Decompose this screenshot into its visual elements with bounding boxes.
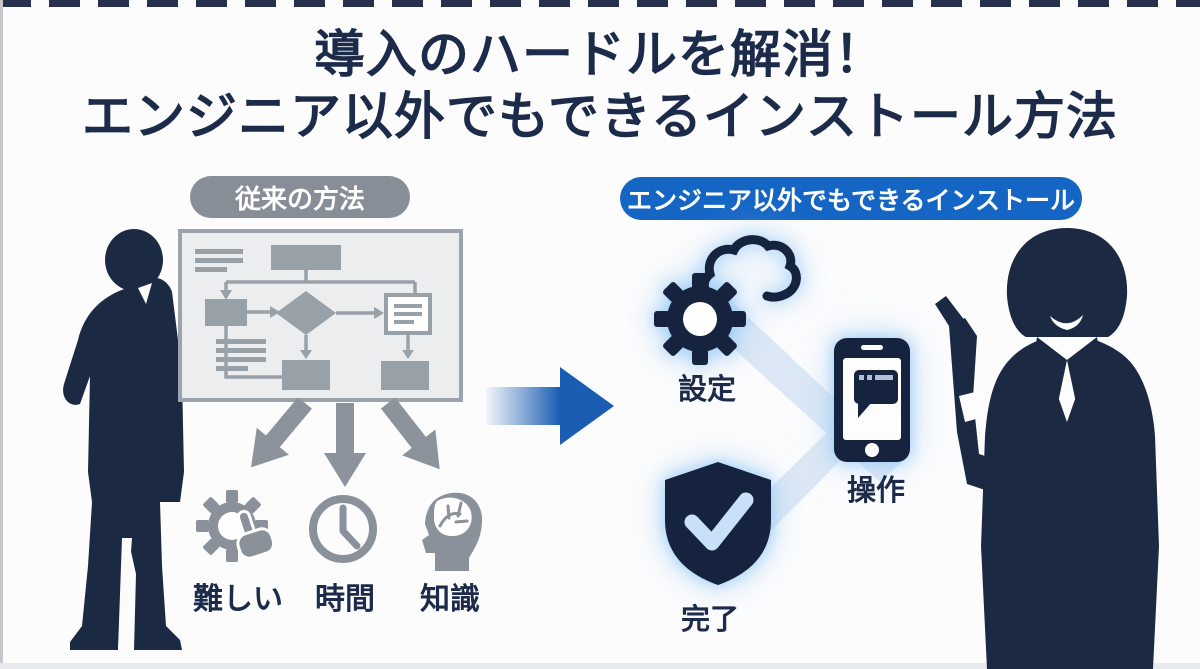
knowledge-label: 知識 <box>420 583 480 616</box>
title-line-2: エンジニア以外でもできるインストール方法 <box>82 88 1118 146</box>
easy-install-badge-label: エンジニア以外でもできるインストール <box>626 186 1075 215</box>
right-arrow-icon <box>486 367 614 445</box>
easy-install-badge: エンジニア以外でもできるインストール <box>620 177 1082 220</box>
left-edge-strip <box>0 0 3 669</box>
smartphone-chat-icon <box>834 338 910 462</box>
gear-hand-icon <box>196 490 276 562</box>
shield-check-icon <box>665 462 771 585</box>
difficulty-label: 難しい <box>193 583 283 616</box>
flowchart-whiteboard <box>178 229 463 402</box>
gear-cloud-icon <box>654 235 801 365</box>
settings-label: 設定 <box>677 374 736 406</box>
checkmark-icon <box>684 492 754 551</box>
bottom-edge-strip <box>0 663 1200 669</box>
title-line-1: 導入のハードルを解消！ <box>313 26 886 83</box>
traditional-method-badge-label: 従来の方法 <box>234 183 365 214</box>
top-dashed-border <box>0 0 1200 7</box>
clock-icon <box>309 495 377 563</box>
pain-point-icons <box>196 490 483 571</box>
traditional-method-badge: 従来の方法 <box>190 176 410 218</box>
operation-label: 操作 <box>846 475 905 507</box>
brain-head-icon <box>422 492 483 571</box>
time-label: 時間 <box>315 583 375 616</box>
presenting-businesswoman-silhouette <box>935 228 1159 669</box>
thinking-businessman-silhouette <box>63 229 184 650</box>
complete-label: 完了 <box>680 604 739 636</box>
cloud-outline-icon <box>699 235 801 303</box>
page-title: 導入のハードルを解消！ エンジニア以外でもできるインストール方法 <box>0 24 1200 148</box>
fan-down-arrows-icon <box>251 398 440 487</box>
